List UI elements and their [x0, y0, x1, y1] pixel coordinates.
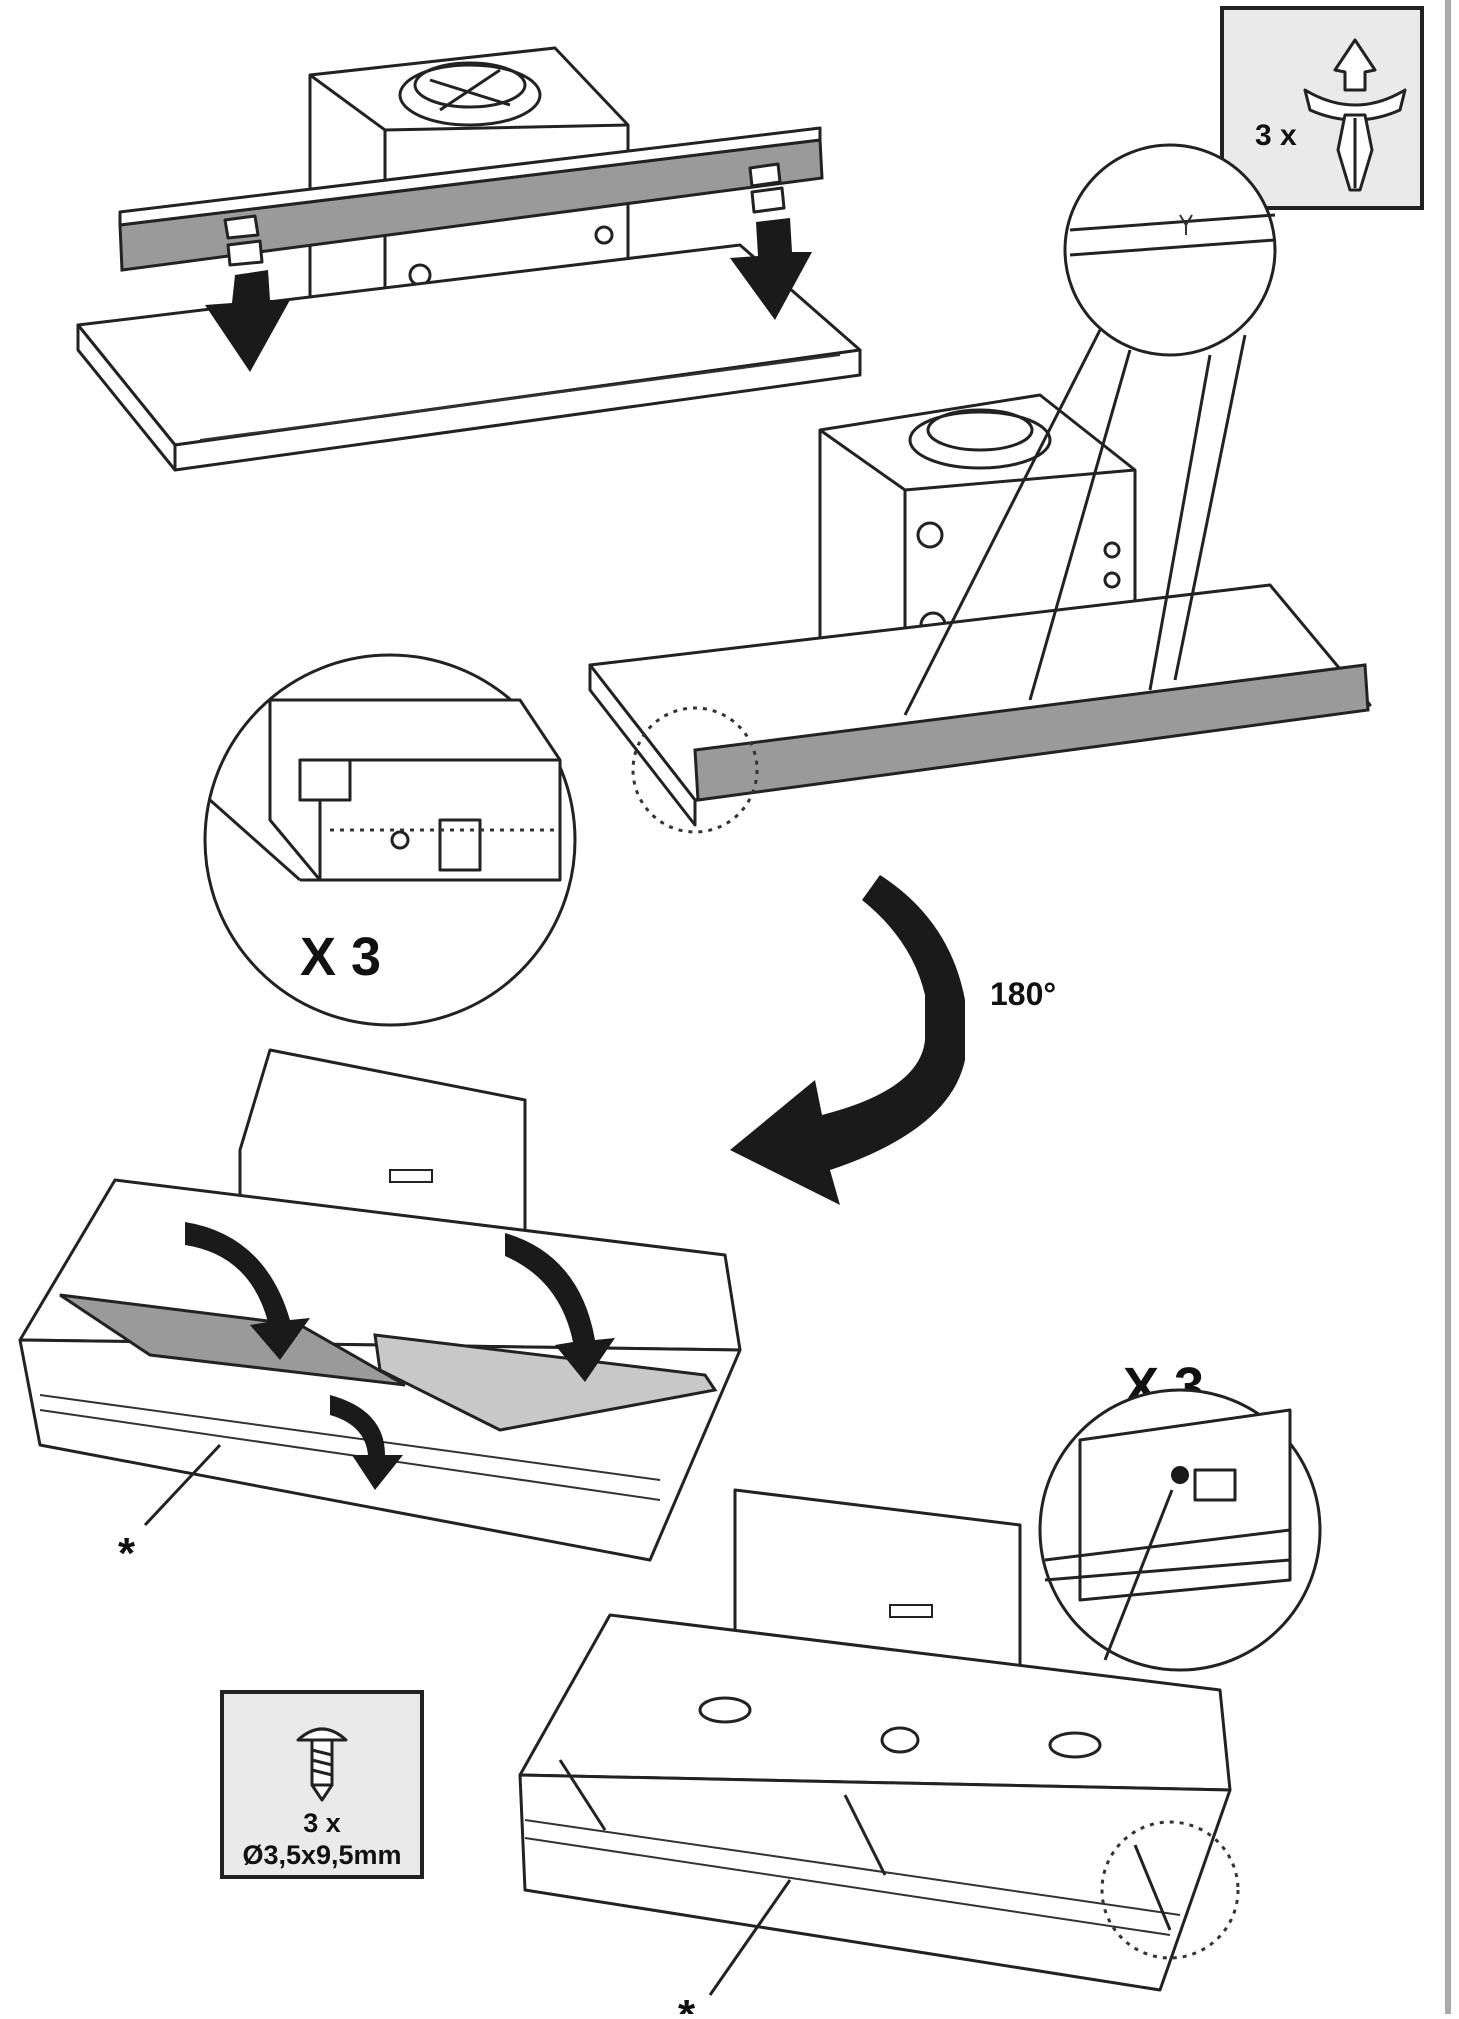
down-arrow-right-icon	[730, 162, 812, 320]
filter-left	[59, 1293, 406, 1387]
fan-ring	[398, 63, 542, 127]
screw-spec-label: Ø3,5x9,5mm	[242, 1840, 401, 1870]
step-d-detail-corner	[1078, 1408, 1292, 1602]
curved-arrow-icon	[185, 1222, 310, 1360]
step-d-asterisk: *	[678, 1991, 696, 2014]
rotation-arrow-icon	[730, 875, 965, 1205]
clip-callout: 3 x	[1220, 6, 1424, 210]
detail-marker-circle	[631, 706, 759, 834]
screw-callout: 3 x Ø3,5x9,5mm	[220, 1690, 424, 1879]
step-c-hood: *	[18, 1048, 742, 1578]
step-d-hood: *	[518, 1488, 1240, 2019]
step-b-detail: X 3	[203, 653, 577, 1027]
step-a-assembled-hood	[588, 143, 1372, 834]
push-clip-fastener-icon	[1303, 38, 1407, 192]
step-b-count-label: X 3	[300, 927, 381, 987]
hood-front-glass-2	[518, 1773, 1232, 1992]
curved-arrow-icon	[330, 1395, 403, 1490]
clip-count-label: 3 x	[1255, 119, 1297, 152]
step-a-hood	[76, 46, 862, 472]
front-panel-attached	[693, 663, 1370, 802]
detail-marker-circle-2	[1100, 1820, 1240, 1960]
screw-icon	[296, 1727, 348, 1802]
screw-count-label: 3 x	[303, 1808, 341, 1838]
rotation-angle-label: 180°	[990, 976, 1056, 1012]
filter-right	[373, 1333, 718, 1432]
magnifier-circle	[1063, 143, 1277, 357]
step-d-detail: X 3	[1038, 1357, 1322, 1672]
down-arrow-left-icon	[205, 214, 290, 372]
curved-arrow-icon	[505, 1233, 615, 1382]
step-c-asterisk: *	[118, 1529, 136, 1578]
